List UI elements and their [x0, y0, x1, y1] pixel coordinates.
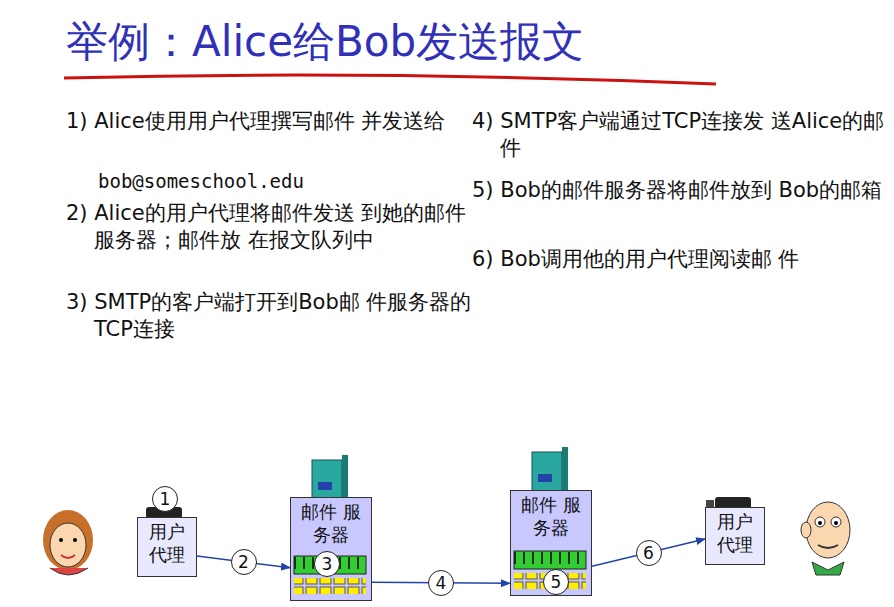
callout-number: 6 — [636, 540, 662, 566]
user-agent: 用户 代理 — [705, 507, 765, 565]
computer-icon — [146, 497, 751, 521]
node-text: 用户 代理 — [709, 510, 761, 556]
callout-number: 1 — [152, 486, 178, 512]
node-text: 邮件 服务器 — [514, 493, 588, 539]
callout-number: 2 — [231, 549, 257, 575]
alice-face — [43, 510, 93, 575]
step-text: 3) SMTP的客户端打开到Bob邮 件服务器的TCP连接 — [66, 289, 474, 343]
step-text: 6) Bob调用他的用户代理阅读邮 件 — [472, 246, 894, 273]
node-text: 用户 代理 — [141, 520, 193, 566]
node-text: 邮件 服务器 — [294, 500, 368, 546]
step-text: 4) SMTP客户端通过TCP连接发 送Alice的邮件 — [472, 108, 894, 162]
title: 举例：Alice给Bob发送报文 — [66, 14, 584, 70]
step-text: 2) Alice的用户代理将邮件发送 到她的邮件服务器；邮件放 在报文队列中 — [66, 200, 474, 254]
callout-number: 4 — [428, 570, 454, 596]
callout-number: 3 — [314, 551, 340, 577]
callout-number: 5 — [543, 569, 569, 595]
bob-face — [801, 502, 850, 575]
user-agent: 用户 代理 — [137, 517, 197, 577]
step-text: 1) Alice使用用户代理撰写邮件 并发送给 — [66, 108, 474, 135]
email-address: bob@someschool.edu — [98, 170, 398, 192]
connector-arrow — [592, 539, 705, 566]
title-underline — [64, 75, 716, 84]
mail-server: 邮件 服务器 — [290, 497, 372, 601]
step-text: 5) Bob的邮件服务器将邮件放到 Bob的邮箱 — [472, 177, 894, 204]
